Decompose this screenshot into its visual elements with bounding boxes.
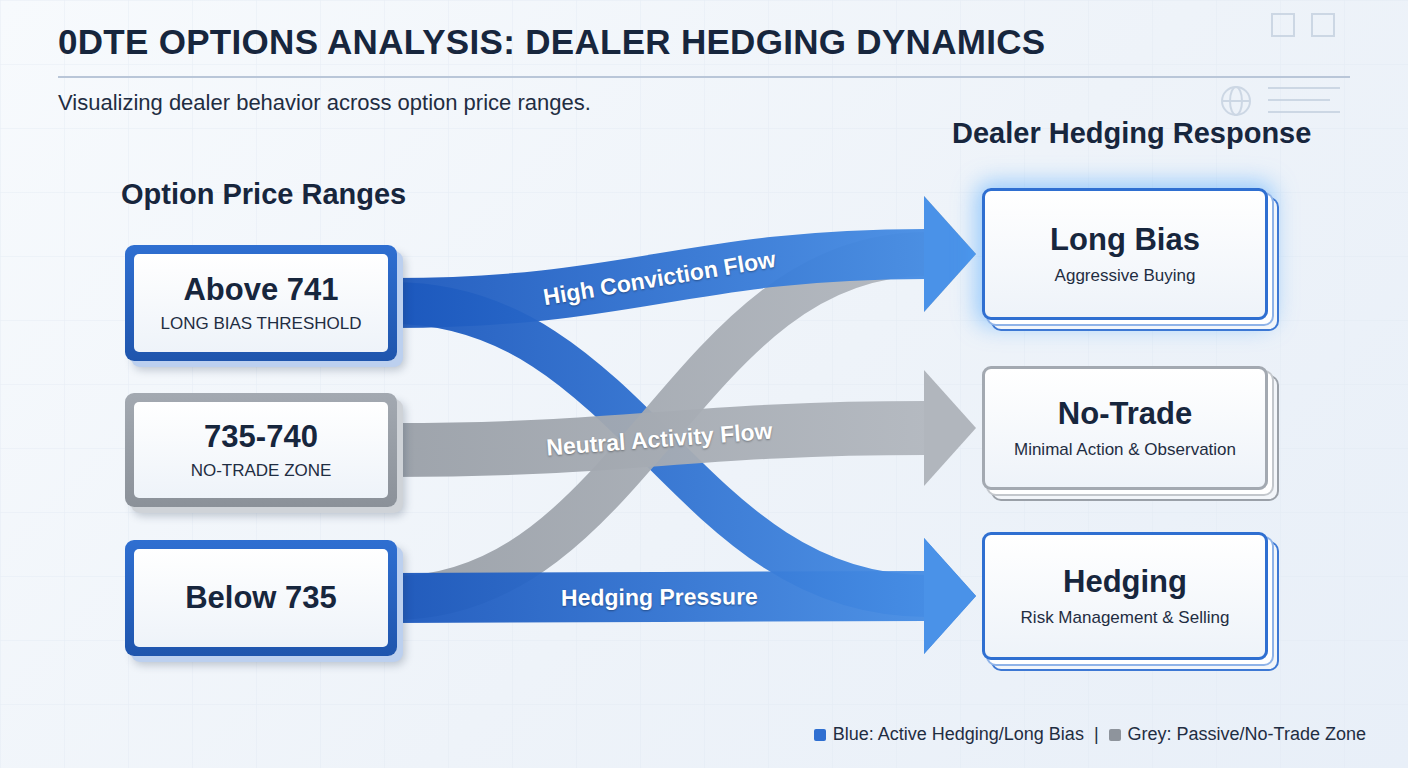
box-heading: Above 741: [183, 272, 338, 308]
flow-band: [393, 303, 926, 596]
box-face: Above 741LONG BIAS THRESHOLD: [134, 254, 388, 352]
arrow-head: [924, 370, 976, 486]
box-subtext: NO-TRADE ZONE: [191, 461, 332, 481]
diagram-caption: Visualizing dealer behavior across optio…: [58, 90, 591, 116]
range-box: Above 741LONG BIAS THRESHOLD: [125, 245, 397, 361]
response-box: No-TradeMinimal Action & Observation: [982, 366, 1268, 490]
flow-arrow: [393, 370, 976, 486]
box-subtext: Aggressive Buying: [1055, 266, 1196, 286]
flow-label: Hedging Pressure: [561, 583, 758, 611]
column-heading: Option Price Ranges: [121, 178, 406, 211]
response-box: Long BiasAggressive Buying: [982, 188, 1268, 320]
range-box: 735-740NO-TRADE ZONE: [125, 393, 397, 507]
response-box: HedgingRisk Management & Selling: [982, 532, 1268, 660]
legend-text: Blue: Active Hedging/Long Bias: [833, 724, 1084, 745]
box-heading: 735-740: [204, 419, 318, 455]
flow-arrow: [393, 196, 976, 598]
legend-separator: |: [1094, 724, 1099, 745]
box-heading: Long Bias: [1050, 222, 1200, 258]
box-subtext: LONG BIAS THRESHOLD: [161, 314, 362, 334]
flow-arrow: [393, 196, 976, 312]
box-heading: Hedging: [1063, 564, 1187, 600]
legend: Blue: Active Hedging/Long Bias | Grey: Pas…: [814, 724, 1366, 745]
flow-arrow: [393, 303, 976, 654]
column-heading: Dealer Hedging Response: [952, 117, 1311, 150]
legend-swatch: [814, 729, 826, 741]
flow-arrow: [393, 538, 976, 654]
arrow-head: [924, 196, 976, 312]
arrow-head: [924, 196, 976, 312]
box-subtext: Risk Management & Selling: [1021, 608, 1230, 628]
legend-swatch: [1109, 729, 1121, 741]
legend-text: Grey: Passive/No-Trade Zone: [1128, 724, 1366, 745]
arrow-head: [924, 538, 976, 654]
range-box: Below 735: [125, 540, 397, 656]
arrow-head: [924, 538, 976, 654]
flow-band: [393, 254, 926, 598]
diagram-title: 0DTE OPTIONS ANALYSIS: DEALER HEDGING DY…: [58, 22, 1045, 62]
box-subtext: Minimal Action & Observation: [1014, 440, 1236, 460]
box-heading: Below 735: [185, 580, 337, 616]
box-heading: No-Trade: [1058, 396, 1192, 432]
box-face: 735-740NO-TRADE ZONE: [134, 402, 388, 498]
box-face: Below 735: [134, 549, 388, 647]
